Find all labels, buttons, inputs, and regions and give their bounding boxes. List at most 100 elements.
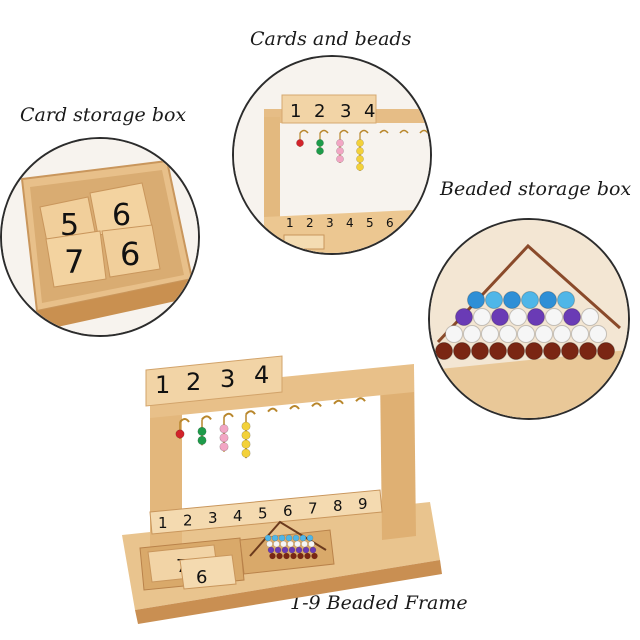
frame-bead	[175, 429, 185, 439]
frame-hook	[201, 415, 212, 421]
storage-bead	[535, 325, 553, 343]
frame-card-digit: 4	[254, 361, 269, 389]
storage-bead	[489, 342, 507, 360]
frame-base-number: 8	[333, 497, 343, 515]
caption-cards-and-beads: Cards and beads	[250, 28, 412, 50]
frame-bead	[241, 439, 251, 449]
frame-tray-bead	[301, 540, 308, 548]
storage-bead	[509, 308, 527, 326]
frame-tray-bead	[288, 546, 296, 554]
storage-bead	[545, 308, 563, 326]
frame-top-bar	[150, 364, 414, 418]
frame-tray-bead	[292, 534, 300, 542]
closeup-hooks	[296, 129, 429, 171]
caption-card-storage-box: Card storage box	[20, 104, 187, 126]
closeup-hook	[359, 129, 369, 134]
frame-tray-bead	[280, 540, 287, 548]
storage-bead	[467, 291, 485, 309]
closeup-bead	[336, 155, 344, 163]
closeup-base-number: 7	[406, 216, 414, 230]
frame-hook	[333, 399, 344, 405]
frame-hook	[245, 410, 256, 415]
frame-hook	[223, 412, 234, 418]
closeup-card-digit: 3	[340, 101, 351, 122]
storage-bead	[471, 342, 489, 360]
storage-bead	[517, 325, 535, 343]
storage-bead	[463, 325, 481, 343]
closeup-hook	[299, 129, 309, 134]
closeup-bead	[356, 155, 364, 163]
frame-base-number: 3	[208, 509, 218, 527]
storage-bead	[539, 291, 557, 309]
frame-tray-bead	[271, 534, 279, 542]
frame-tray-card	[147, 544, 219, 583]
frame-base-number: 2	[183, 512, 193, 530]
storage-bead	[503, 291, 521, 309]
frame-card-digit: 3	[220, 365, 235, 393]
storage-bead-rows	[435, 291, 615, 360]
frame-tray-bead	[306, 534, 314, 542]
storage-bead	[597, 342, 615, 360]
frame-card-digit: 1	[155, 371, 170, 399]
frame-hook	[355, 397, 366, 402]
storage-bead	[481, 325, 499, 343]
storage-card-digit: 5	[60, 208, 79, 243]
frame-tray-bead	[274, 546, 282, 554]
frame-tray-bead	[311, 552, 318, 560]
storage-bead	[499, 325, 517, 343]
frame-bead	[197, 435, 207, 445]
closeup-card-digit: 4	[364, 101, 375, 122]
frame-tray-card-digit: 7	[176, 556, 187, 577]
closeup-card-digit: 1	[290, 101, 301, 122]
closeup-hook	[339, 129, 349, 134]
storage-bead	[527, 308, 545, 326]
frame-hook	[289, 405, 300, 410]
frame-tray-bead	[299, 534, 307, 542]
storage-bead	[453, 342, 471, 360]
closeup-hook	[379, 129, 389, 134]
frame-tray-bead	[278, 534, 286, 542]
storage-bead	[525, 342, 543, 360]
frame-right-post	[380, 368, 416, 540]
closeup-base-number: 3	[326, 216, 334, 230]
storage-bead	[571, 325, 589, 343]
storage-bead	[579, 342, 597, 360]
closeup-base-number: 5	[366, 216, 374, 230]
storage-bead	[507, 342, 525, 360]
frame-base-number: 9	[358, 495, 368, 513]
storage-bead	[557, 291, 575, 309]
frame-bead	[197, 426, 207, 436]
frame-base-number: 7	[308, 500, 318, 518]
storage-bead	[473, 308, 491, 326]
storage-bead	[563, 308, 581, 326]
storage-bead	[561, 342, 579, 360]
storage-card-digit: 6	[120, 235, 140, 273]
closeup-base-number: 4	[346, 216, 354, 230]
caption-beaded-storage-box: Beaded storage box	[440, 178, 632, 200]
frame-tray-bead	[264, 534, 272, 542]
frame-tray-bead	[287, 540, 294, 548]
closeup-base-number: 1	[286, 216, 294, 230]
frame-bead	[241, 430, 251, 440]
frame-tray-bead	[297, 552, 304, 560]
frame-bead	[241, 421, 251, 431]
frame-tray-bead	[281, 546, 289, 554]
storage-bead	[581, 308, 599, 326]
frame-bead	[219, 442, 229, 452]
beaded-storage-box-closeup	[428, 218, 630, 420]
frame-tray-bead	[302, 546, 310, 554]
frame-bead	[219, 424, 229, 434]
frame-left-post	[150, 386, 182, 562]
storage-bead	[521, 291, 539, 309]
closeup-card-digit: 2	[314, 101, 325, 122]
frame-tray-card	[179, 554, 237, 590]
closeup-base-number: 2	[306, 216, 314, 230]
frame-hook	[267, 407, 278, 413]
frame-hooks	[175, 397, 366, 459]
frame-tray-bead	[266, 540, 273, 548]
closeup-bead	[336, 139, 344, 147]
frame-tray-card-digit: 6	[196, 567, 207, 588]
frame-hook	[311, 402, 322, 408]
storage-card-top-right: 6	[89, 182, 153, 236]
